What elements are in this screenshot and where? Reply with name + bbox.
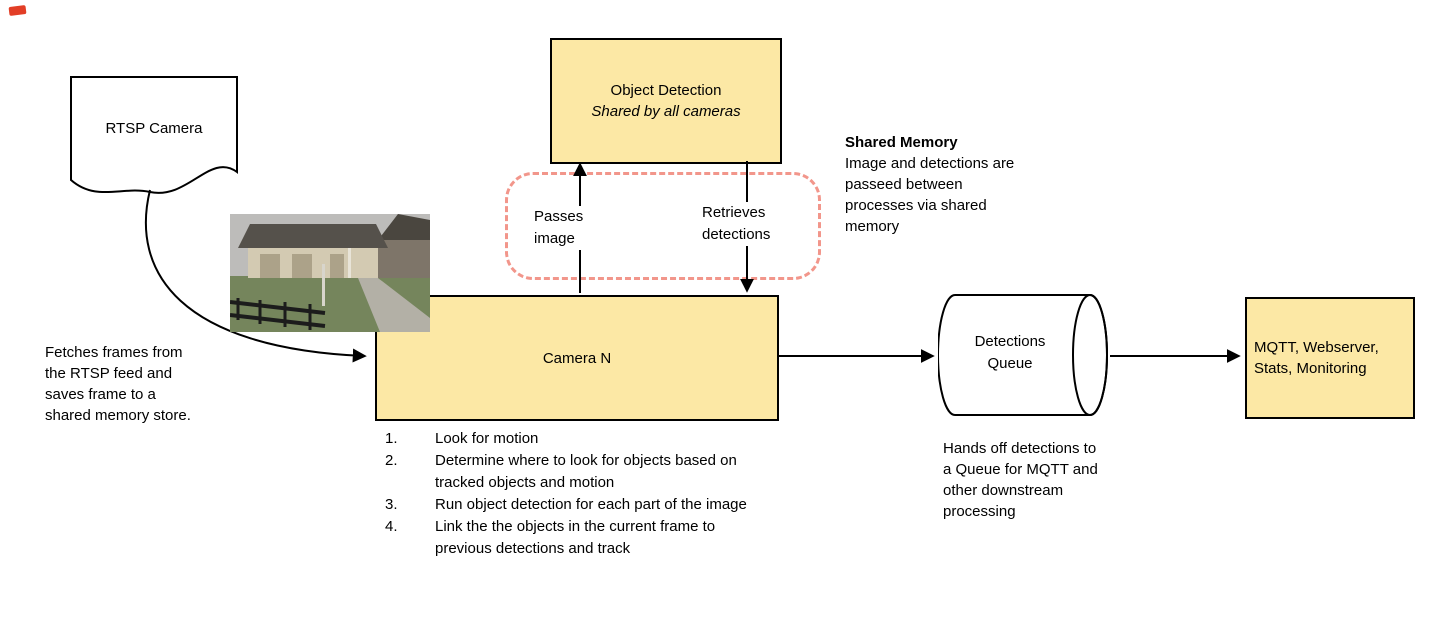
snapshot-background-roof	[378, 214, 430, 240]
outputs-label: MQTT, Webserver, Stats, Monitoring	[1254, 339, 1379, 377]
object-detection-subtitle: Shared by all cameras	[591, 103, 741, 120]
fetch-frames-note: Fetches frames from the RTSP feed and sa…	[45, 344, 191, 424]
shared-memory-note-title: Shared Memory	[845, 134, 958, 151]
camera-step-4: Link the the objects in the current fram…	[385, 516, 765, 560]
red-scribble-mark	[8, 4, 27, 17]
snapshot-downspout	[348, 248, 351, 278]
camera-step-2: Determine where to look for objects base…	[385, 450, 765, 494]
snapshot-pole	[322, 264, 325, 306]
shared-memory-note: Shared Memory Image and detections are p…	[845, 132, 1027, 237]
camera-step-3: Run object detection for each part of th…	[385, 494, 765, 516]
retrieves-detections-label: Retrieves detections	[702, 202, 790, 246]
rtsp-camera-label: RTSP Camera	[105, 120, 203, 137]
object-detection-node: Object Detection Shared by all cameras	[550, 38, 782, 164]
camera-step-1: Look for motion	[385, 428, 765, 450]
handoff-note: Hands off detections to a Queue for MQTT…	[943, 440, 1098, 520]
shared-memory-outline	[505, 172, 821, 280]
snapshot-door	[292, 254, 312, 278]
camera-n-label: Camera N	[542, 349, 612, 367]
camera-steps-list: Look for motion Determine where to look …	[385, 428, 765, 560]
camera-snapshot-image	[230, 214, 430, 332]
camera-n-node: Camera N	[375, 295, 779, 421]
snapshot-house-roof	[238, 224, 388, 248]
object-detection-title: Object Detection	[610, 82, 722, 99]
shared-memory-note-body: Image and detections are passeed between…	[845, 155, 1015, 235]
camera-step-text: Link the the objects in the current fram…	[435, 518, 716, 557]
outputs-node: MQTT, Webserver, Stats, Monitoring	[1245, 297, 1415, 419]
snapshot-sidewalk	[358, 278, 430, 332]
passes-image-label: Passes image	[534, 206, 594, 250]
camera-step-text: Run object detection for each part of th…	[435, 496, 747, 513]
cylinder-rim	[1072, 294, 1108, 416]
snapshot-door	[260, 254, 280, 278]
camera-step-text: Determine where to look for objects base…	[435, 452, 737, 491]
snapshot-window	[330, 254, 344, 278]
detections-queue-node	[938, 294, 1108, 416]
camera-step-text: Look for motion	[435, 430, 539, 447]
detections-queue-label: Detections Queue	[974, 333, 1046, 372]
